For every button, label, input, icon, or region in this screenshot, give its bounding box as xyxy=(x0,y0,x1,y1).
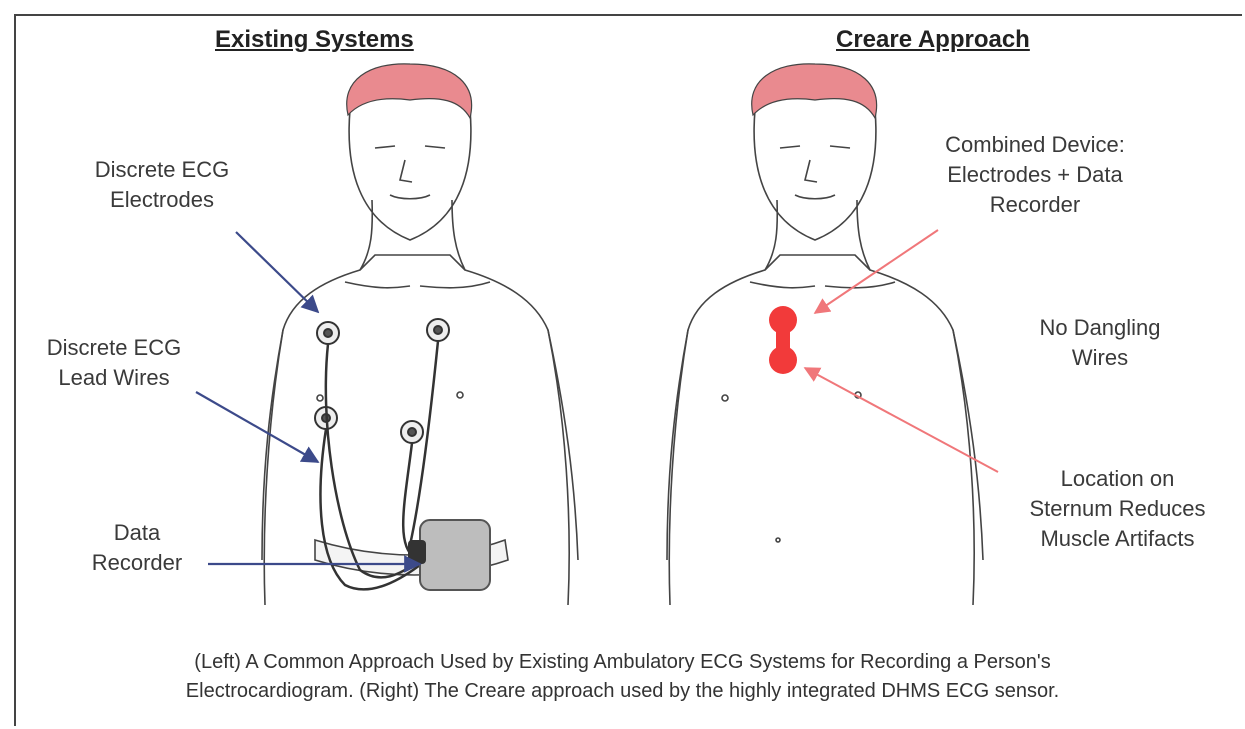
data-recorder-box xyxy=(408,520,490,590)
right-hair xyxy=(752,64,877,118)
figure-caption: (Left) A Common Approach Used by Existin… xyxy=(40,648,1205,706)
arrow-electrodes xyxy=(236,232,318,312)
combined-sensor xyxy=(769,306,797,374)
arrow-combined-device xyxy=(815,230,938,313)
left-hair xyxy=(347,64,472,118)
arrow-lead-wires xyxy=(196,392,318,462)
